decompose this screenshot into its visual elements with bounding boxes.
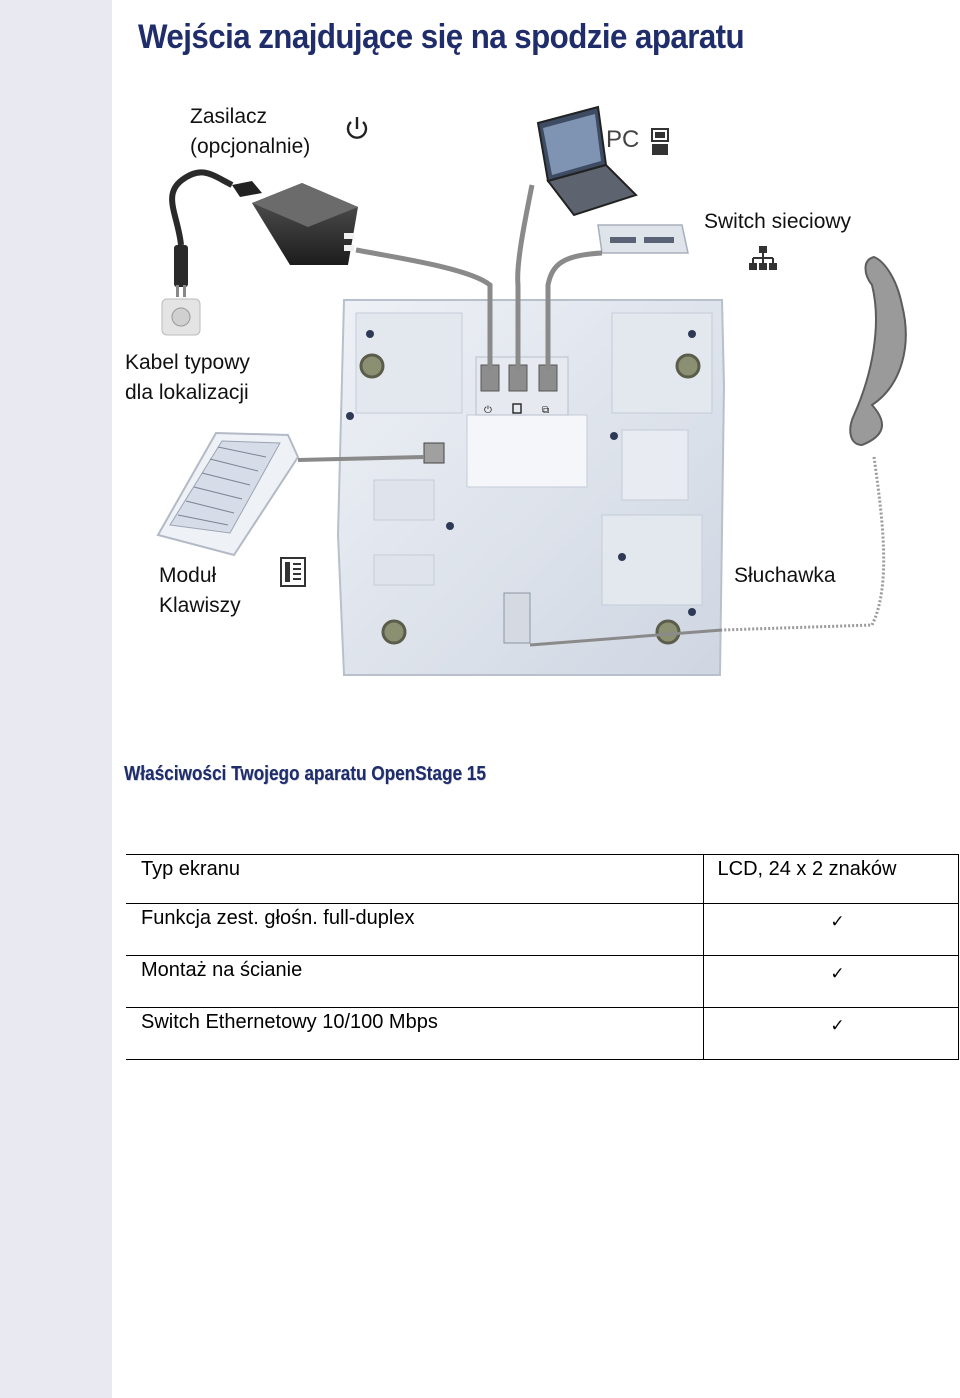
label-power-supply: Zasilacz (opcjonalnie) [190,105,311,158]
table-row: Typ ekranu LCD, 24 x 2 znaków [126,854,959,904]
features-heading: Właściwości Twojego aparatu OpenStage 15 [124,763,486,785]
key-module-icon [280,557,306,587]
checkmark-icon: ✓ [830,1016,845,1036]
pc-icon [651,128,669,155]
feature-name: Montaż na ścianie [126,955,703,1008]
label-switch: Switch sieciowy [704,210,852,233]
svg-text:⏻: ⏻ [484,405,492,416]
feature-value: LCD, 24 x 2 znaków [702,854,959,904]
feature-name: Typ ekranu [126,854,703,904]
power-plug [161,169,234,336]
label-key-module: Moduł Klawiszy [159,564,241,617]
laptop [515,105,638,370]
network-switch [545,224,689,370]
diagram-graphics: ⏻ ⧉ [156,105,907,676]
feature-name: Switch Ethernetowy 10/100 Mbps [126,1007,703,1060]
table-row: Switch Ethernetowy 10/100 Mbps ✓ [126,1007,959,1060]
phone-base: ⏻ ⧉ [336,299,726,676]
power-supply [232,181,493,370]
checkmark-icon: ✓ [830,964,845,984]
power-icon [346,117,368,139]
label-handset: Słuchawka [734,564,836,587]
table-row: Montaż na ścianie ✓ [126,955,959,1008]
page-title: Wejścia znajdujące się na spodzie aparat… [138,18,745,56]
label-cable: Kabel typowy dla lokalizacji [125,351,250,404]
features-table: Typ ekranu LCD, 24 x 2 znaków Funkcja ze… [126,854,959,1060]
feature-value: ✓ [702,1007,959,1060]
feature-value: ✓ [702,955,959,1008]
network-icon [749,246,777,270]
key-module [156,431,425,557]
checkmark-icon: ✓ [830,912,845,932]
table-row: Funkcja zest. głośn. full-duplex ✓ [126,903,959,956]
handset [529,255,907,647]
connection-diagram: ⏻ ⧉ [112,85,960,685]
side-band [0,0,112,1398]
label-pc: PC [606,126,640,153]
feature-value: ✓ [702,903,959,956]
svg-text:⧉: ⧉ [542,405,549,416]
feature-name: Funkcja zest. głośn. full-duplex [126,903,703,956]
